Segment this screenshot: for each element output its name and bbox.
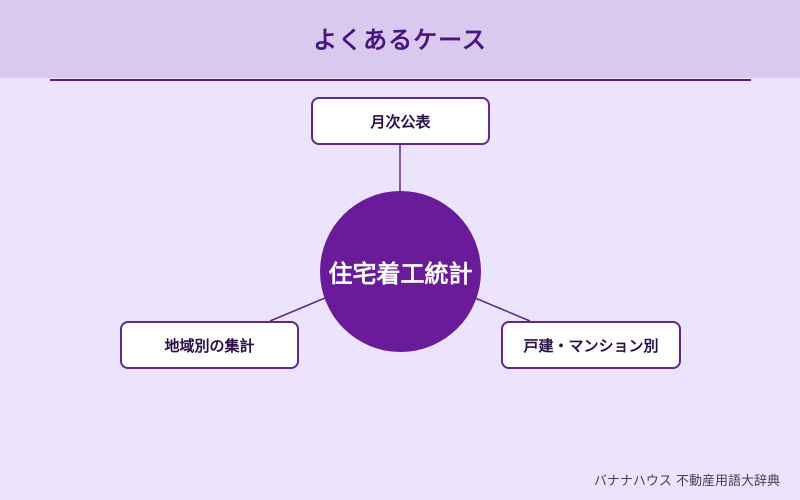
header-band [0,0,800,78]
node-house-condo-breakdown: 戸建・マンション別 [501,321,681,369]
page-title: よくあるケース [313,26,487,54]
source-credit: バナナハウス 不動産用語大辞典 [593,474,780,489]
center-node-housing-starts: 住宅着工統計 [320,191,481,352]
connector-right [474,297,531,322]
connector-left [269,297,326,322]
node-regional-totals: 地域別の集計 [120,321,299,369]
title-divider [50,79,751,81]
node-monthly-release: 月次公表 [311,97,490,145]
center-node-label: 住宅着工統計 [328,260,473,288]
